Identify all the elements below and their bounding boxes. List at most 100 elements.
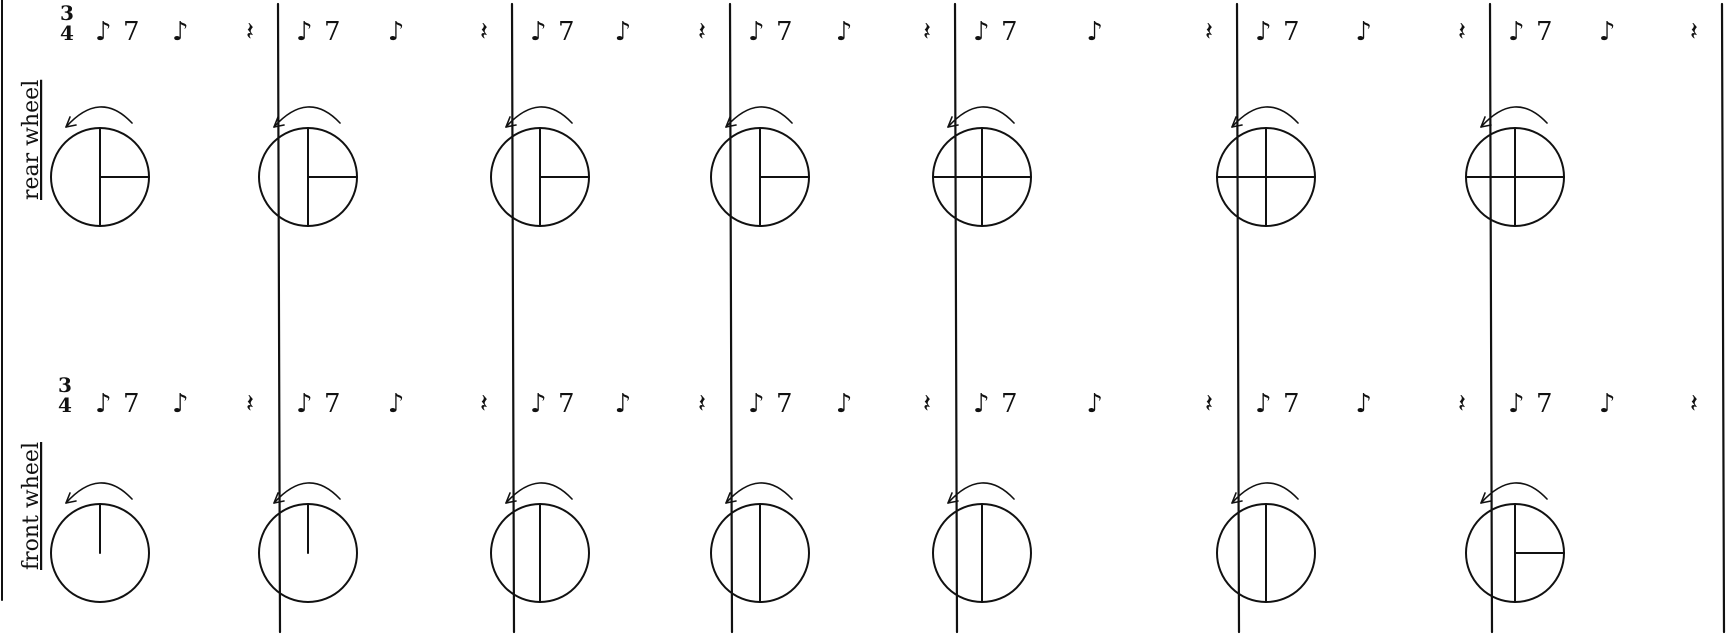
front-arrow-head-1 (65, 492, 77, 504)
rear-arrow-head-4 (725, 116, 737, 128)
front-note-2a: ♪ (296, 389, 313, 419)
front-rest-7b: 𝄽 (1690, 389, 1698, 419)
front-wheel-row: ♪ 7 ♪ 𝄽 ♪ 7 ♪ 𝄽 ♪ 7 ♪ 𝄽 ♪ 7 ♪ 𝄽 ♪ 7 ♪ 𝄽 ♪ 7 ♪ 𝄽 ♪ 7 ♪ 𝄽 (50, 389, 1698, 603)
front-time-signature-bottom: 4 (58, 393, 72, 417)
rear-note-2a: ♪ (296, 17, 313, 47)
front-rotation-arrow-4 (725, 482, 793, 504)
front-note-3a: ♪ (530, 389, 547, 419)
rear-rotation-arrow-1 (65, 106, 133, 128)
front-note-6b: ♪ (1355, 389, 1372, 419)
rear-rotation-arrow-4 (725, 106, 793, 128)
rear-note-1a: ♪ (95, 17, 112, 47)
rear-rest-7b: 𝄽 (1690, 17, 1698, 47)
front-rest-1b: 𝄽 (246, 389, 254, 419)
rear-rest-2b: 𝄽 (480, 17, 488, 47)
front-note-1b: ♪ (172, 389, 189, 419)
front-rest-5b: 𝄽 (1205, 389, 1213, 419)
rear-rest-2a: 7 (324, 17, 341, 47)
front-note-3b: ♪ (615, 389, 632, 419)
rear-note-4a: ♪ (748, 17, 765, 47)
front-rest-2a: 7 (324, 389, 341, 419)
rear-rest-6a: 7 (1283, 17, 1300, 47)
rear-note-1b: ♪ (172, 17, 189, 47)
rear-arrow-head-3 (505, 116, 517, 128)
rear-time-signature-bottom: 4 (60, 21, 74, 45)
front-rotation-arrow-3 (505, 482, 573, 504)
barline-5 (1235, 2, 1241, 634)
front-note-5a: ♪ (973, 389, 990, 419)
rear-arrow-head-2 (273, 116, 285, 128)
rear-rest-3a: 7 (558, 17, 575, 47)
front-rest-6b: 𝄽 (1458, 389, 1466, 419)
front-rotation-arrow-7 (1480, 482, 1548, 504)
front-rest-2b: 𝄽 (480, 389, 488, 419)
rear-note-7a: ♪ (1508, 17, 1525, 47)
rear-arrow-head-7 (1480, 116, 1492, 128)
rear-wheel-label: rear wheel (19, 80, 44, 200)
front-rest-7a: 7 (1536, 389, 1553, 419)
rear-rest-4a: 7 (776, 17, 793, 47)
front-arrow-head-7 (1480, 492, 1492, 504)
rear-rotation-arrow-2 (273, 106, 341, 128)
front-arrow-head-6 (1231, 492, 1243, 504)
barline-6 (1488, 2, 1494, 634)
rear-rest-5a: 7 (1001, 17, 1018, 47)
rear-rest-1b: 𝄽 (246, 17, 254, 47)
front-time-signature-top: 3 (58, 373, 72, 397)
front-rotation-arrow-5 (947, 482, 1015, 504)
barline-2 (510, 2, 516, 634)
rear-arrow-head-6 (1231, 116, 1243, 128)
barline-3 (728, 2, 734, 634)
rear-rest-5b: 𝄽 (1205, 17, 1213, 47)
barline-1 (276, 2, 282, 634)
front-wheel-label: front wheel (19, 442, 44, 570)
front-rotation-arrow-2 (273, 482, 341, 504)
rear-wheel-row: ♪ 7 ♪ 𝄽 ♪ 7 ♪ 𝄽 ♪ 7 ♪ 𝄽 ♪ 7 ♪ 𝄽 ♪ 7 ♪ 𝄽 ♪ 7 ♪ 𝄽 ♪ 7 ♪ 𝄽 (50, 17, 1698, 227)
rear-note-2b: ♪ (388, 17, 405, 47)
rear-note-5b: ♪ (1086, 17, 1103, 47)
front-note-4b: ♪ (836, 389, 853, 419)
rear-note-7b: ♪ (1599, 17, 1616, 47)
rear-note-6b: ♪ (1355, 17, 1372, 47)
front-rest-4a: 7 (776, 389, 793, 419)
front-rest-1a: 7 (123, 389, 140, 419)
front-note-1a: ♪ (95, 389, 112, 419)
rear-rotation-arrow-5 (947, 106, 1015, 128)
front-arrow-head-4 (725, 492, 737, 504)
rear-rest-6b: 𝄽 (1458, 17, 1466, 47)
rear-rest-7a: 7 (1536, 17, 1553, 47)
front-rest-4b: 𝄽 (923, 389, 931, 419)
rear-note-4b: ♪ (836, 17, 853, 47)
front-rest-5a: 7 (1001, 389, 1018, 419)
rear-rest-1a: 7 (123, 17, 140, 47)
front-note-4a: ♪ (748, 389, 765, 419)
front-note-6a: ♪ (1255, 389, 1272, 419)
rear-time-signature-top: 3 (60, 1, 74, 25)
rear-rest-3b: 𝄽 (698, 17, 706, 47)
front-arrow-head-3 (505, 492, 517, 504)
front-rest-6a: 7 (1283, 389, 1300, 419)
barline-7 (1720, 2, 1726, 634)
rear-note-6a: ♪ (1255, 17, 1272, 47)
rear-note-5a: ♪ (973, 17, 990, 47)
front-note-7b: ♪ (1599, 389, 1616, 419)
front-note-2b: ♪ (388, 389, 405, 419)
rear-rotation-arrow-6 (1231, 106, 1299, 128)
front-arrow-head-5 (947, 492, 959, 504)
rear-arrow-head-1 (65, 116, 77, 128)
barline-4 (953, 2, 959, 634)
front-note-5b: ♪ (1086, 389, 1103, 419)
front-rotation-arrow-6 (1231, 482, 1299, 504)
rear-note-3b: ♪ (615, 17, 632, 47)
front-rotation-arrow-1 (65, 482, 133, 504)
front-note-7a: ♪ (1508, 389, 1525, 419)
rear-rotation-arrow-3 (505, 106, 573, 128)
rear-rest-4b: 𝄽 (923, 17, 931, 47)
rear-arrow-head-5 (947, 116, 959, 128)
front-rest-3a: 7 (558, 389, 575, 419)
front-rest-3b: 𝄽 (698, 389, 706, 419)
rear-note-3a: ♪ (530, 17, 547, 47)
rear-rotation-arrow-7 (1480, 106, 1548, 128)
barlines (276, 2, 1726, 634)
